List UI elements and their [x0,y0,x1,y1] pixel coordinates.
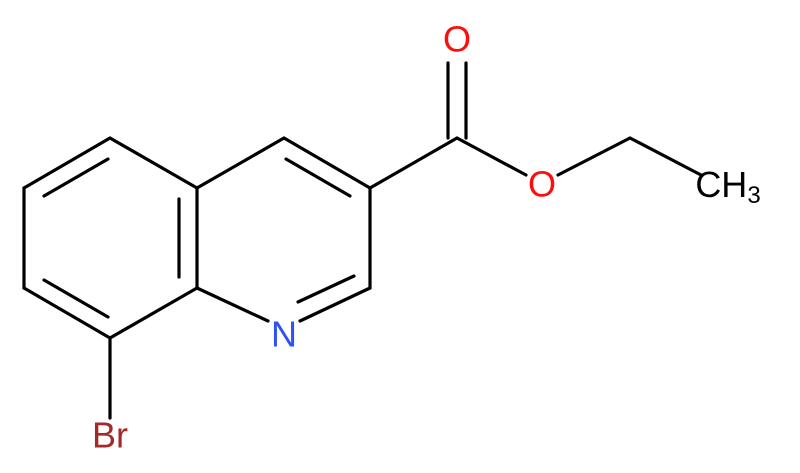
atom-labels: O O N Br CH3 [92,19,761,456]
bond-c4-c3 [282,136,372,190]
bond-c5-c6 [22,136,112,190]
bond-c7-c8-inner [42,278,110,319]
bond-n1-c8a [195,286,270,323]
bonds [22,61,703,420]
bond-c4a-c5 [108,136,199,190]
atom-nitrogen: N [271,314,297,355]
bond-c8-c8a [108,286,199,340]
bond-c4-c3-inner [284,157,352,198]
atom-methyl: CH3 [695,164,760,210]
atom-bromine: Br [92,415,128,456]
atom-oxygen-carbonyl: O [443,19,471,60]
atom-oxygen-ester: O [528,164,556,205]
bond-carbonyl-oester [455,136,528,177]
bond-ch2-ch3 [628,136,703,177]
bond-c4a-c4 [195,136,286,190]
bond-c7-c8 [22,286,112,340]
bond-c2-n1 [298,286,372,323]
bond-c2-n1-inner [296,274,356,304]
bond-c5-c6-inner [42,157,110,198]
methyl-subscript: 3 [747,182,760,209]
methyl-label: CH [695,164,747,205]
bond-oester-ch2 [556,136,632,177]
bond-c3-carbonyl [368,136,459,190]
